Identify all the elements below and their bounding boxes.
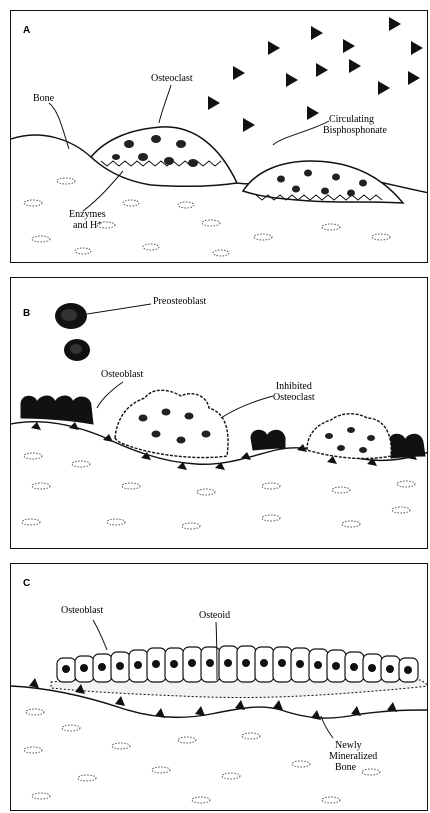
inhibited-osteoclast-label-line: Inhibited xyxy=(273,381,315,392)
enzymes-label: Enzymes and H⁺ xyxy=(69,209,106,231)
bisphosphonate-label: Circulating Bisphosphonate xyxy=(323,114,387,136)
new-bone-label-line: Newly xyxy=(329,740,377,751)
enzymes-label-line: Enzymes xyxy=(69,209,106,220)
bisphosphonate-label-line: Circulating xyxy=(323,114,387,125)
bone-lacunae xyxy=(22,453,415,529)
panel-c: C Osteoblast Osteoid Newly Mineralized B… xyxy=(10,563,428,811)
panel-b-illustration xyxy=(11,278,428,549)
osteoclast-label: Osteoclast xyxy=(151,73,193,84)
new-bone-label-line: Bone xyxy=(329,762,377,773)
bone-lacunae xyxy=(24,709,380,803)
inhibited-osteoclast-label-line: Osteoclast xyxy=(273,392,315,403)
new-bone-label-line: Mineralized xyxy=(329,751,377,762)
panel-c-illustration xyxy=(11,564,428,811)
inhibited-osteoclast-label: Inhibited Osteoclast xyxy=(273,381,315,403)
enzymes-label-line: and H⁺ xyxy=(69,220,106,231)
panel-a: A Bone Osteoclast Enzymes and H⁺ Circula… xyxy=(10,10,428,263)
panel-label: C xyxy=(23,578,30,589)
osteoid-label: Osteoid xyxy=(199,610,230,621)
bone-label: Bone xyxy=(33,93,54,104)
inhibited-osteoclast-cell xyxy=(115,390,228,457)
preosteoblast-cell xyxy=(55,303,87,329)
preosteoblast-label: Preosteoblast xyxy=(153,296,206,307)
osteoclast-cell xyxy=(91,127,237,186)
panel-b: B Preosteoblast Osteoblast Inhibited Ost… xyxy=(10,277,428,549)
osteoblast-label: Osteoblast xyxy=(101,369,143,380)
osteoblast-cells xyxy=(57,646,418,682)
panel-label: A xyxy=(23,25,30,36)
inhibited-osteoclast-cell xyxy=(307,414,391,459)
preosteoblast-cell xyxy=(64,339,90,361)
panel-label: B xyxy=(23,308,30,319)
bisphosphonate-molecules xyxy=(208,17,423,132)
bisphosphonate-label-line: Bisphosphonate xyxy=(323,125,387,136)
new-bone-label: Newly Mineralized Bone xyxy=(329,740,377,773)
osteoblast-label: Osteoblast xyxy=(61,605,103,616)
osteoclast-cell xyxy=(243,161,403,203)
